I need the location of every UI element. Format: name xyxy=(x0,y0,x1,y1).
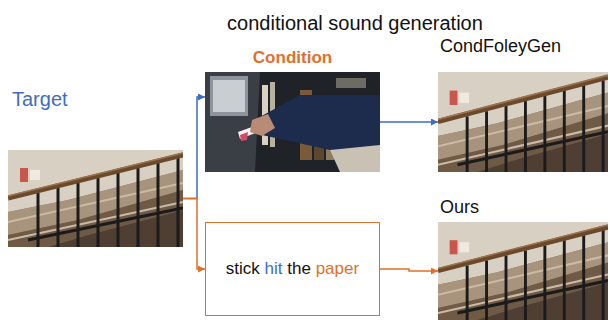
ours-panel: Ours xyxy=(438,222,608,320)
diagram-title: conditional sound generation xyxy=(0,12,610,35)
prompt-text: stick hit the paper xyxy=(226,259,359,279)
panel-heading: Condition xyxy=(253,48,332,68)
flow-arrow xyxy=(183,97,205,199)
panel-heading: Target xyxy=(12,88,68,111)
flow-arrow xyxy=(183,199,205,270)
target-panel: Target xyxy=(8,150,183,247)
text-prompt-box: stick hit the paper xyxy=(205,222,380,316)
panel-heading: Ours xyxy=(440,197,479,218)
condfoleygen-panel: CondFoleyGen xyxy=(438,72,608,172)
condfoleygen-image xyxy=(438,72,608,172)
condition-image xyxy=(205,72,380,172)
panel-heading: CondFoleyGen xyxy=(440,36,561,57)
target-image xyxy=(8,150,183,247)
flow-arrow xyxy=(380,121,438,123)
flow-arrow xyxy=(380,269,438,271)
ours-image xyxy=(438,222,608,320)
condition-panel: Condition xyxy=(205,72,380,172)
